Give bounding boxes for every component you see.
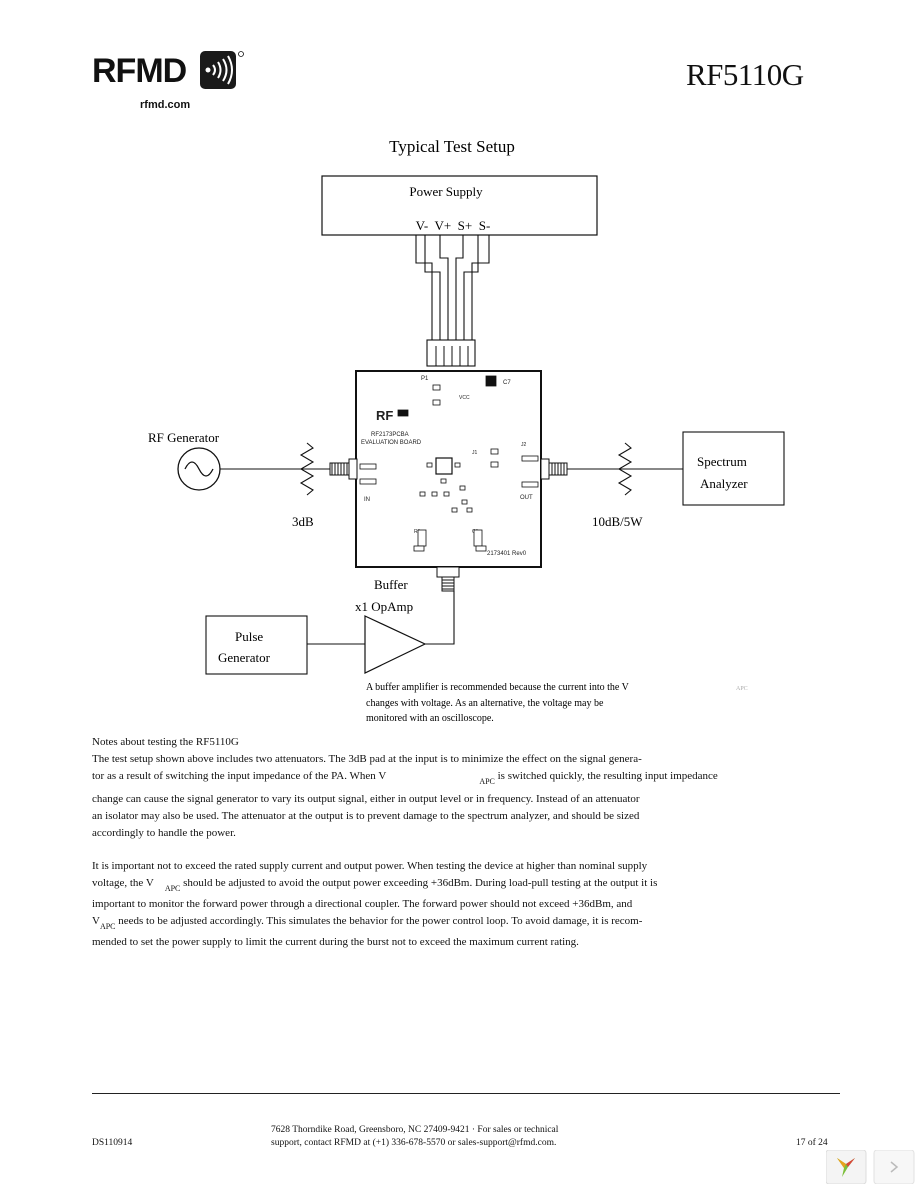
board-label-out: OUT <box>520 495 533 501</box>
figure-caption-sub: APC <box>736 686 748 692</box>
opamp-icon <box>364 615 427 674</box>
notes-heading: Notes about testing the RF5110G <box>92 736 239 748</box>
sine-wave-icon <box>184 461 214 477</box>
notes-p2-line3: important to monitor the forward power t… <box>92 898 633 910</box>
board-label-j2: J2 <box>521 442 527 448</box>
rf-generator-label: RF Generator <box>148 430 220 445</box>
attenuator-out-label: 10dB/5W <box>592 514 643 529</box>
spectrum-analyzer-label-1: Spectrum <box>697 454 747 469</box>
notes-p2-line5: mended to set the power supply to limit … <box>92 936 579 948</box>
board-label-vcc: VCC <box>459 395 470 401</box>
logo-text: RFMD <box>92 52 187 90</box>
figure-caption-3: monitored with an oscilloscope. <box>366 713 494 724</box>
chevron-right-icon <box>890 1161 899 1173</box>
part-number: RF5110G <box>686 57 804 92</box>
buffer-label-2: x1 OpAmp <box>355 599 413 614</box>
board-label-r1: R1 <box>414 529 421 535</box>
figure-title: Typical Test Setup <box>389 137 515 156</box>
viewer-logo-icon <box>837 1158 855 1177</box>
board-fab-label: 2173401 Rev0 <box>487 551 527 557</box>
footer-address-line2: support, contact RFMD at (+1) 336-678-55… <box>271 1138 557 1148</box>
attenuator-10db-icon <box>617 442 633 496</box>
power-supply-label: Power Supply <box>409 184 483 199</box>
board-logo: RF <box>376 408 393 423</box>
pulse-generator-label-1: Pulse <box>235 629 263 644</box>
notes-p1-line1: The test setup shown above includes two … <box>92 753 642 765</box>
notes-p1-line3: change can cause the signal generator to… <box>92 793 640 805</box>
doc-number: DS110914 <box>92 1138 133 1148</box>
power-supply-terminals: V- V+ S+ S- <box>416 218 491 233</box>
attenuator-3db-icon <box>299 442 315 496</box>
footer-divider <box>92 1093 840 1094</box>
viewer-controls <box>825 1149 916 1185</box>
figure-caption-2: changes with voltage. As an alternative,… <box>366 698 604 709</box>
test-setup-diagram: Typical Test Setup Power Supply V- V+ S+… <box>148 137 785 724</box>
board-label-c7: C7 <box>503 380 511 386</box>
spectrum-analyzer-box <box>682 431 785 506</box>
header-connector <box>426 339 476 367</box>
pulse-generator-box <box>205 615 308 675</box>
notes-p1-line2: tor as a result of switching the input i… <box>92 770 718 786</box>
board-label-p1: P1 <box>421 376 429 382</box>
next-page-button[interactable] <box>873 1149 915 1185</box>
attenuator-in-label: 3dB <box>292 514 314 529</box>
footer-address-line1: 7628 Thorndike Road, Greensboro, NC 2740… <box>271 1125 559 1135</box>
board-title2: EVALUATION BOARD <box>361 440 422 446</box>
page-number: 17 of 24 <box>796 1138 828 1148</box>
notes-p2-line1: It is important not to exceed the rated … <box>92 860 648 872</box>
spectrum-analyzer-label-2: Analyzer <box>700 476 748 491</box>
power-supply-box <box>321 175 598 236</box>
notes-p2-line4: VAPC needs to be adjusted accordingly. T… <box>92 915 643 931</box>
notes-p1-line5: accordingly to handle the power. <box>92 827 236 839</box>
notes-p1-line4: an isolator may also be used. The attenu… <box>92 810 640 822</box>
figure-caption-1: A buffer amplifier is recommended becaus… <box>366 682 630 693</box>
rfmd-logo-mark <box>200 51 244 89</box>
board-title1: RF2173PCBA <box>371 432 409 438</box>
supply-cable <box>415 235 490 340</box>
footer-address: 7628 Thorndike Road, Greensboro, NC 2740… <box>271 1124 558 1150</box>
pulse-generator-label-2: Generator <box>218 650 271 665</box>
logo-url: rfmd.com <box>140 99 191 111</box>
board-label-in: IN <box>364 497 370 503</box>
board-label-j1: J1 <box>472 450 478 456</box>
buffer-label-1: Buffer <box>374 577 408 592</box>
sma-vapc-connector <box>436 566 460 578</box>
